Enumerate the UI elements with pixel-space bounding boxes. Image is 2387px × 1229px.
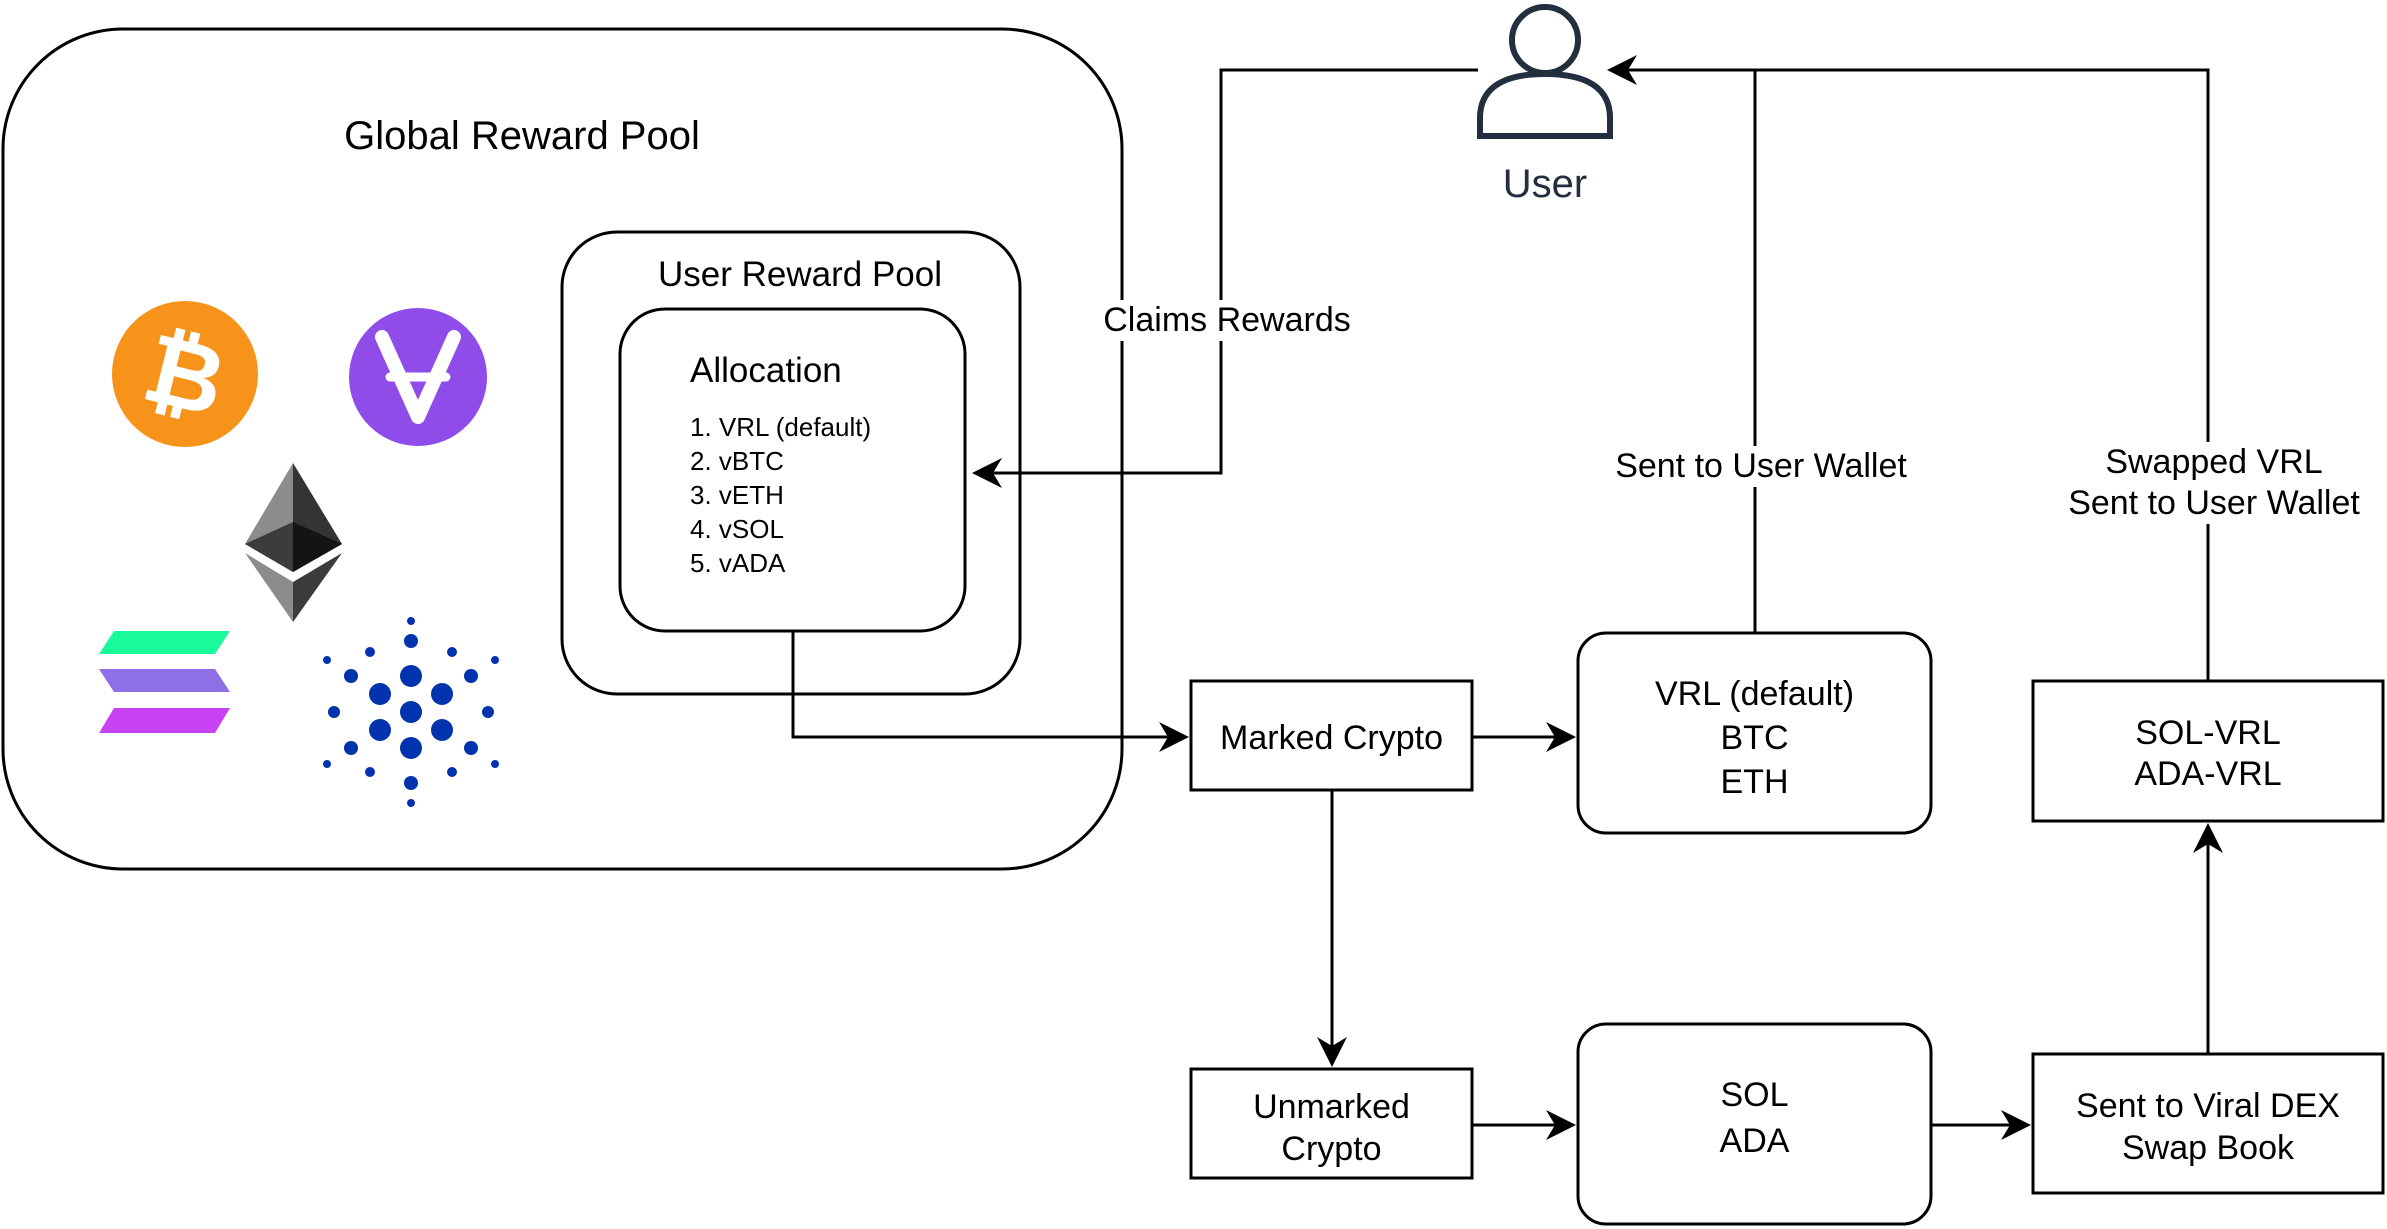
global-reward-pool-title: Global Reward Pool [344,114,700,158]
vrl-group-item: ETH [1720,763,1789,801]
edge-swap-to-user [1755,68,2210,681]
sol-ada-item: ADA [1719,1122,1790,1160]
dex-line: Sent to Viral DEX [2076,1087,2340,1125]
vrl-group-label: VRL (default) BTC ETH [1578,672,1931,804]
allocation-item: 4. vSOL [690,514,784,544]
vrl-group-item: VRL (default) [1654,675,1855,713]
sent-to-wallet-label: Sent to User Wallet [1595,446,1927,487]
swap-pair-item: SOL-VRL [2135,714,2281,752]
viral-icon [349,308,487,446]
unmarked-line: Crypto [1281,1130,1382,1168]
allocation-panel: Allocation 1. VRL (default) 2. vBTC 3. v… [690,350,950,580]
user-label: User [1502,162,1588,206]
vrl-group-item: BTC [1720,719,1789,757]
viral-dex-box [2031,1052,2385,1195]
cardano-icon [323,617,499,807]
allocation-item: 2. vBTC [690,446,784,476]
viral-dex-label: Sent to Viral DEX Swap Book [2033,1085,2383,1169]
unmarked-crypto-label: Unmarked Crypto [1191,1086,1472,1170]
unmarked-crypto-box [1189,1067,1474,1180]
allocation-item: 3. vETH [690,480,784,510]
claims-rewards-label: Claims Rewards [1096,300,1358,341]
swapped-line-1: Swapped VRL [2105,443,2323,481]
edge-user-to-allocation [972,68,1478,488]
solana-icon [99,631,230,733]
allocation-title: Allocation [690,351,842,390]
swapped-vrl-label: Swapped VRL Sent to User Wallet [2043,442,2385,524]
user-reward-pool-title: User Reward Pool [658,255,942,294]
edge-vrl-to-user [1607,55,1757,633]
allocation-item: 5. vADA [690,548,786,578]
marked-crypto-label: Marked Crypto [1220,719,1443,757]
swapped-line-2: Sent to User Wallet [2068,483,2360,522]
user-icon [1477,4,1613,139]
allocation-item: 1. VRL (default) [690,412,872,442]
swap-pair-item: ADA-VRL [2134,755,2282,793]
sol-ada-item: SOL [1720,1076,1789,1114]
ethereum-icon [245,463,342,622]
swap-pairs-label: SOL-VRL ADA-VRL [2033,713,2383,795]
bitcoin-icon: ₿ [112,301,258,447]
edge-allocation-to-marked [791,631,1189,752]
sol-ada-label: SOL ADA [1578,1072,1931,1164]
unmarked-line: Unmarked [1253,1088,1410,1126]
dex-line: Swap Book [2122,1129,2294,1167]
allocation-list: 1. VRL (default) 2. vBTC 3. vETH 4. vSOL… [690,410,950,580]
